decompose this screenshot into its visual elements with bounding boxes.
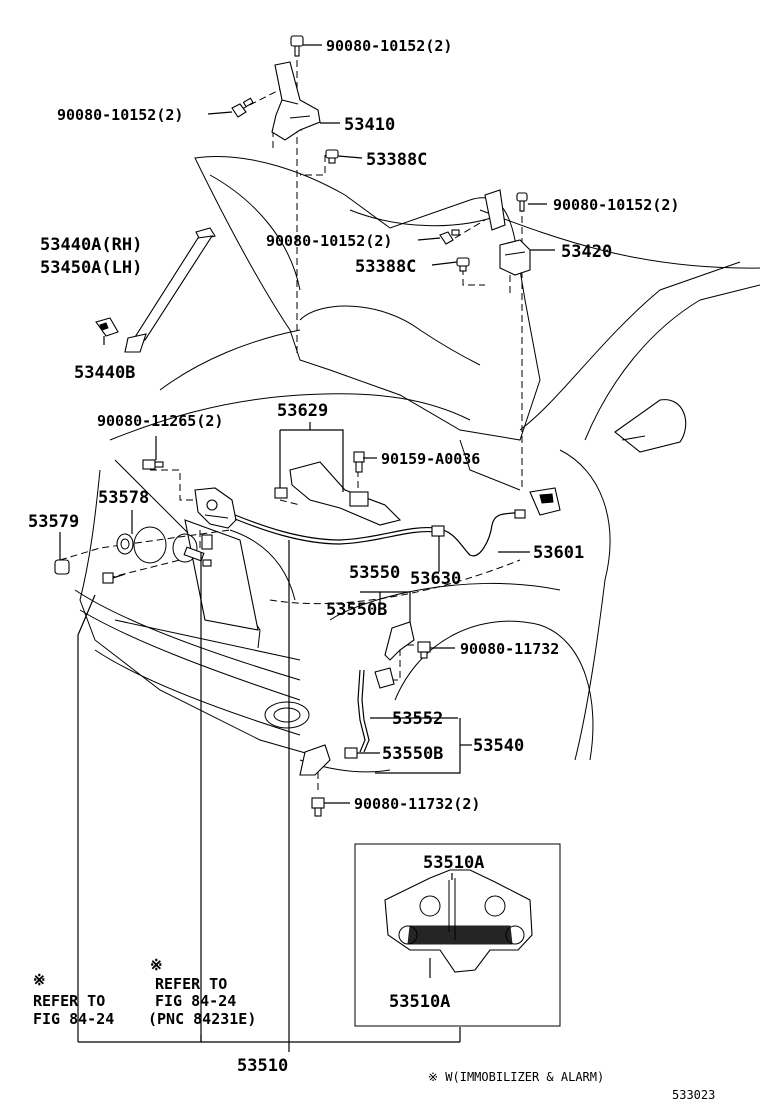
label-inset-top: 53510A bbox=[423, 853, 484, 873]
part-labels: 90080-10152(2) 90080-10152(2) 53410 5338… bbox=[28, 37, 679, 1076]
sensor-icon bbox=[183, 534, 213, 567]
label-bolt-lock: 90080-11265(2) bbox=[97, 412, 223, 430]
bolt-left-hinge-icon bbox=[231, 97, 254, 118]
note-mark-2: ※ bbox=[150, 956, 163, 974]
label-release-cable-sub: 53552 bbox=[392, 709, 443, 729]
cable-clamp-icon bbox=[274, 461, 402, 526]
inset-detail bbox=[354, 843, 561, 1027]
label-hinge-lh: 53410 bbox=[344, 115, 395, 135]
diagram-code: 533023 bbox=[672, 1088, 715, 1102]
bolt-right-top-icon bbox=[516, 192, 528, 212]
hood-support-icon bbox=[124, 227, 216, 353]
clip-icon bbox=[353, 451, 365, 473]
label-bolt-left-hinge: 90080-10152(2) bbox=[57, 106, 183, 124]
note-refer-2-line-1: REFER TO bbox=[155, 975, 227, 993]
label-bolt-right-top: 90080-10152(2) bbox=[553, 196, 679, 214]
label-release-cable: 53630 bbox=[410, 569, 461, 589]
footnote: ※ W(IMMOBILIZER & ALARM) bbox=[428, 1070, 604, 1084]
label-hinge-rh: 53420 bbox=[561, 242, 612, 262]
label-lever-sub-b: 53550B bbox=[326, 600, 387, 620]
label-inset-bottom: 53510A bbox=[389, 992, 450, 1012]
label-lever-sub-b2: 53550B bbox=[382, 744, 443, 764]
note-mark-1: ※ bbox=[33, 971, 46, 989]
parts-graphics bbox=[54, 35, 561, 817]
label-bolt-lever-bottom: 90080-11732(2) bbox=[354, 795, 480, 813]
label-lever-assy: 53540 bbox=[473, 736, 524, 756]
bolt-lever-icon bbox=[417, 641, 431, 659]
release-cable-sub-icon bbox=[357, 669, 370, 753]
release-cable-icon bbox=[234, 509, 526, 557]
small-bolt-icon bbox=[102, 572, 126, 584]
note-refer-2-line-3: (PNC 84231E) bbox=[148, 1010, 256, 1028]
bolt-lock-icon bbox=[142, 459, 164, 470]
label-clip: 90159-A0036 bbox=[381, 450, 480, 468]
vehicle-outline bbox=[74, 156, 760, 773]
label-bolt-top: 90080-10152(2) bbox=[326, 37, 452, 55]
lever-upper-icon bbox=[374, 621, 415, 689]
label-lock-main: 53510 bbox=[237, 1056, 288, 1076]
note-refer-1-line-1: REFER TO bbox=[33, 992, 105, 1010]
cushion-front-icon bbox=[54, 559, 70, 575]
cushion-rh-icon bbox=[456, 257, 470, 272]
label-cushion-front: 53579 bbox=[28, 512, 79, 532]
support-bracket-icon bbox=[95, 317, 119, 337]
bolt-top-icon bbox=[290, 35, 304, 57]
leader-lines bbox=[59, 44, 555, 1052]
label-lever-group: 53550 bbox=[349, 563, 400, 583]
label-support-lh: 53450A(LH) bbox=[40, 258, 142, 278]
label-support-bracket: 53440B bbox=[74, 363, 135, 383]
label-cushion-lh: 53388C bbox=[366, 150, 427, 170]
label-lever-handle: 53601 bbox=[533, 543, 584, 563]
label-cushion-rh: 53388C bbox=[355, 257, 416, 277]
label-support-rh: 53440A(RH) bbox=[40, 235, 142, 255]
label-bolt-right-hinge: 90080-10152(2) bbox=[266, 232, 392, 250]
bolt-right-hinge-icon bbox=[439, 229, 460, 245]
cushion-lh-icon bbox=[325, 149, 339, 164]
label-bolt-lever: 90080-11732 bbox=[460, 640, 559, 658]
hinge-rh-icon bbox=[484, 189, 531, 276]
lever-lower-icon bbox=[299, 744, 358, 776]
hinge-lh-icon bbox=[271, 61, 321, 141]
lock-assy-icon bbox=[116, 533, 134, 555]
note-refer-2-line-2: FIG 84-24 bbox=[155, 992, 236, 1010]
bolt-bottom-icon bbox=[311, 797, 325, 817]
hood-lock-icon bbox=[194, 487, 237, 529]
reference-notes: ※ REFER TO FIG 84-24 ※ REFER TO FIG 84-2… bbox=[33, 956, 256, 1028]
label-cable-clamp-group: 53629 bbox=[277, 401, 328, 421]
label-lock-assy: 53578 bbox=[98, 488, 149, 508]
note-refer-1-line-2: FIG 84-24 bbox=[33, 1010, 114, 1028]
lever-handle-icon bbox=[529, 487, 561, 516]
